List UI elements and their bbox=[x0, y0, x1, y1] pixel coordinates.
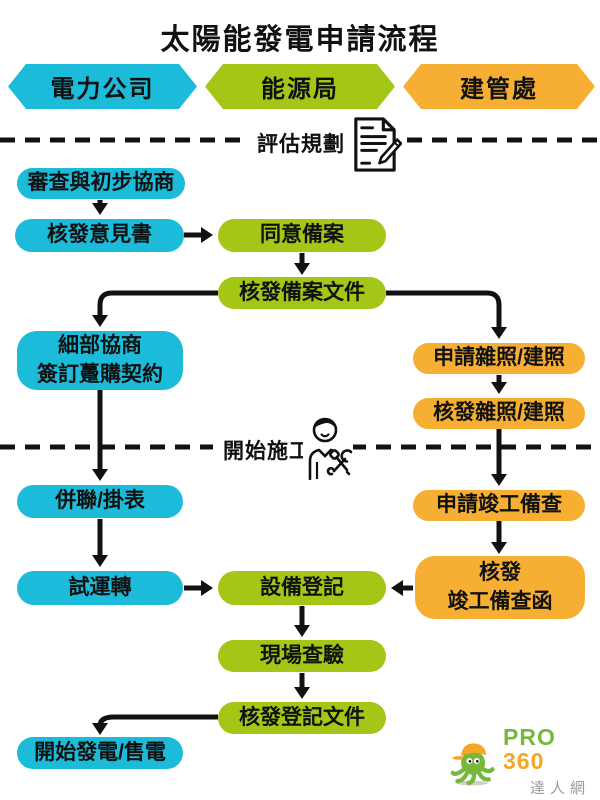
brand-name-360: 360 bbox=[503, 748, 545, 774]
brand-subtitle: 達人網 bbox=[530, 780, 591, 797]
flow-node-issue-completion-review-letter: 核發 竣工備查函 bbox=[415, 556, 585, 619]
flow-node-issue-registration-document: 核發登記文件 bbox=[218, 702, 386, 734]
octopus-mascot-icon bbox=[450, 733, 498, 792]
flow-node-issue-misc-building-permit: 核發雜照/建照 bbox=[413, 398, 585, 429]
flow-node-issue-filing-document: 核發備案文件 bbox=[218, 277, 386, 309]
flow-node-issue-opinion-letter: 核發意見書 bbox=[15, 219, 184, 252]
brand-name-pro: PRO bbox=[503, 724, 556, 750]
phase-label-evaluation-planning: 評估規劃 bbox=[254, 128, 348, 158]
flow-node-grid-connection-meter: 併聯/掛表 bbox=[17, 485, 183, 518]
lane-header-power-company: 電力公司 bbox=[8, 64, 197, 109]
flow-node-consent-filing: 同意備案 bbox=[218, 219, 386, 252]
flow-node-site-inspection: 現場查驗 bbox=[218, 640, 386, 672]
phase-divider-lines bbox=[0, 137, 600, 450]
phase-label-construction-start: 開始施工 bbox=[220, 435, 314, 465]
flow-node-review-initial-negotiation: 審查與初步協商 bbox=[17, 168, 185, 199]
lane-header-energy-bureau: 能源局 bbox=[205, 64, 395, 109]
lane-header-building-administration: 建管處 bbox=[403, 64, 595, 109]
flow-node-trial-run: 試運轉 bbox=[17, 571, 183, 605]
flow-node-apply-misc-building-permit: 申請雜照/建照 bbox=[413, 343, 585, 374]
document-pencil-icon bbox=[347, 115, 403, 174]
flow-node-detailed-negotiation-sign-ppa: 細部協商 簽訂躉購契約 bbox=[17, 331, 183, 390]
construction-worker-icon bbox=[303, 415, 353, 481]
edge-filingdoc-to-negotiation bbox=[92, 290, 218, 327]
brand-logo: PRO 360 達人網 bbox=[450, 726, 598, 797]
flow-node-equipment-registration: 設備登記 bbox=[218, 571, 386, 605]
edge-regdoc-to-startgeneration bbox=[92, 714, 218, 735]
edge-filingdoc-to-applypermit bbox=[386, 290, 507, 339]
flow-node-apply-completion-review: 申請竣工備查 bbox=[413, 490, 585, 521]
page-title: 太陽能發電申請流程 bbox=[160, 24, 440, 56]
flow-node-start-generation-sale: 開始發電/售電 bbox=[17, 737, 183, 769]
flow-arrows bbox=[92, 200, 507, 735]
brand-name: PRO 360 bbox=[503, 724, 556, 774]
